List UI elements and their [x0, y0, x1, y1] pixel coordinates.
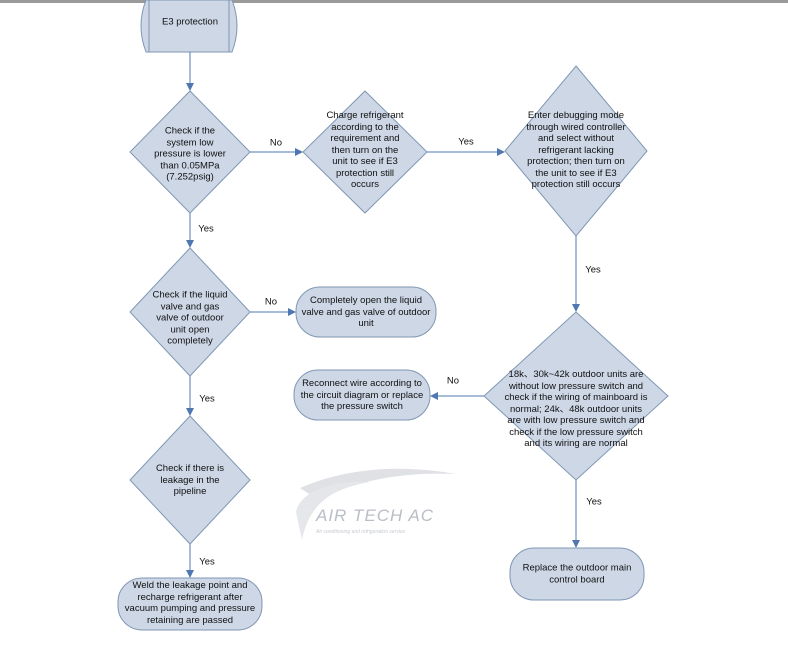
- edge-label-yes: Yes: [199, 556, 215, 568]
- watermark-subtitle: Air conditioning and refrigeration servi…: [316, 529, 406, 535]
- check-switch-label: 18k、30k~42k outdoor units are without lo…: [504, 368, 648, 449]
- window-top-border: [0, 0, 788, 3]
- check-pressure-label: Check if the system low pressure is lowe…: [154, 125, 226, 183]
- edge-label-no: No: [269, 137, 283, 149]
- open-valves-label: Completely open the liquid valve and gas…: [301, 294, 431, 329]
- reconnect-wire-label: Reconnect wire according to the circuit …: [300, 377, 424, 412]
- debug-mode-label: Enter debugging mode through wired contr…: [526, 109, 626, 190]
- box-weld-leakage: [117, 577, 263, 631]
- charge-refrigerant-label: Charge refrigerant according to the requ…: [326, 109, 404, 190]
- box-replace-board: [509, 547, 645, 601]
- decision-charge-refrigerant: [302, 90, 428, 214]
- weld-leakage-label: Weld the leakage point and recharge refr…: [124, 580, 256, 626]
- start-terminator: [140, 0, 238, 53]
- check-valves-label: Check if the liquid valve and gas valve …: [152, 289, 228, 347]
- edge-label-yes: Yes: [585, 264, 601, 276]
- connectors: [186, 52, 580, 578]
- edge-label-no: No: [446, 375, 460, 387]
- edge-label-yes: Yes: [586, 496, 602, 508]
- edge-label-yes: Yes: [199, 393, 215, 405]
- edge-label-no: No: [264, 296, 278, 308]
- start-terminator-label: E3 protection: [162, 16, 218, 28]
- box-open-valves: [295, 286, 437, 338]
- watermark-title: AIR TECH AC: [316, 506, 435, 525]
- edge-label-yes: Yes: [458, 136, 474, 148]
- check-leakage-label: Check if there is leakage in the pipelin…: [155, 462, 225, 497]
- edge-label-yes: Yes: [198, 223, 214, 235]
- watermark-logo-swoosh: [296, 468, 456, 540]
- replace-board-label: Replace the outdoor main control board: [522, 562, 632, 586]
